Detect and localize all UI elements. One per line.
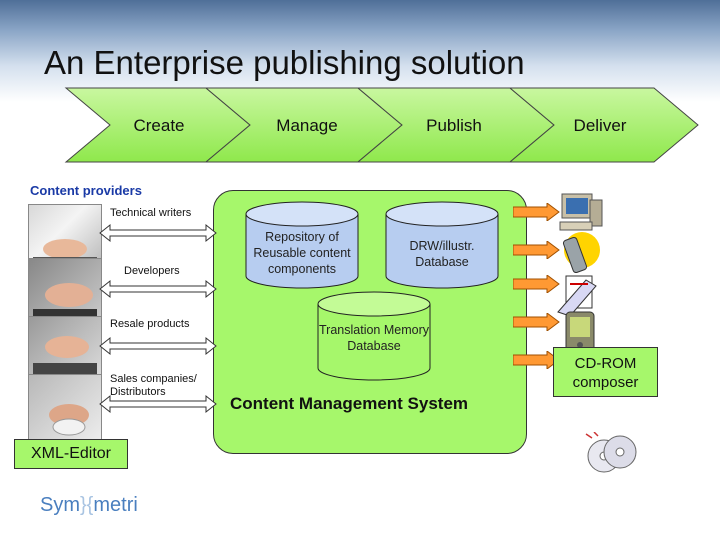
page-title: An Enterprise publishing solution [44, 44, 525, 81]
translation-memory-label: Translation Memory Database [319, 323, 429, 353]
cylinder-repository [245, 214, 359, 289]
sales-companies-photo [28, 374, 102, 448]
provider-label-resale-products: Resale products [110, 318, 190, 330]
double-arrow-sales-companies [99, 394, 217, 414]
cd-rom-composer-box: CD-ROM composer [553, 347, 658, 397]
output-arrow-1 [513, 203, 560, 221]
cms-label: Content Management System [230, 394, 469, 413]
mobile-phone-icon [562, 232, 600, 274]
provider-label-technical-writers: Technical writers [110, 207, 192, 219]
drw-database-label: DRW/illustr. Database [409, 239, 475, 269]
cylinder-drw-top [385, 201, 499, 227]
xml-editor-box: XML-Editor [14, 439, 128, 469]
cylinder-translation [317, 304, 431, 381]
output-arrow-4 [513, 313, 560, 331]
cylinder-repository-top [245, 201, 359, 227]
stage-create: Create [133, 116, 185, 135]
cylinder-translation-top [317, 291, 431, 317]
provider-label-developers: Developers [124, 265, 180, 277]
double-arrow-developers [99, 279, 217, 299]
double-arrow-technical-writers [99, 223, 217, 243]
output-arrow-3 [513, 275, 560, 293]
cylinder-drw [385, 214, 499, 289]
chevron-deliver [508, 87, 699, 163]
output-arrow-2 [513, 241, 560, 259]
stage-publish: Publish [426, 116, 482, 135]
desktop-computer-icon [559, 193, 603, 231]
content-providers-title: Content providers [30, 183, 142, 198]
cd-discs-icon [585, 432, 637, 473]
symmetri-logo: Sym}{metri [40, 494, 138, 516]
stage-manage: Manage [276, 116, 338, 135]
provider-label-sales-companies: Sales companies/ Distributors [110, 373, 197, 398]
stage-deliver: Deliver [573, 116, 627, 135]
double-arrow-resale-products [99, 336, 217, 356]
printed-document-icon [557, 275, 597, 317]
repository-label: Repository of Reusable content component… [253, 230, 351, 276]
